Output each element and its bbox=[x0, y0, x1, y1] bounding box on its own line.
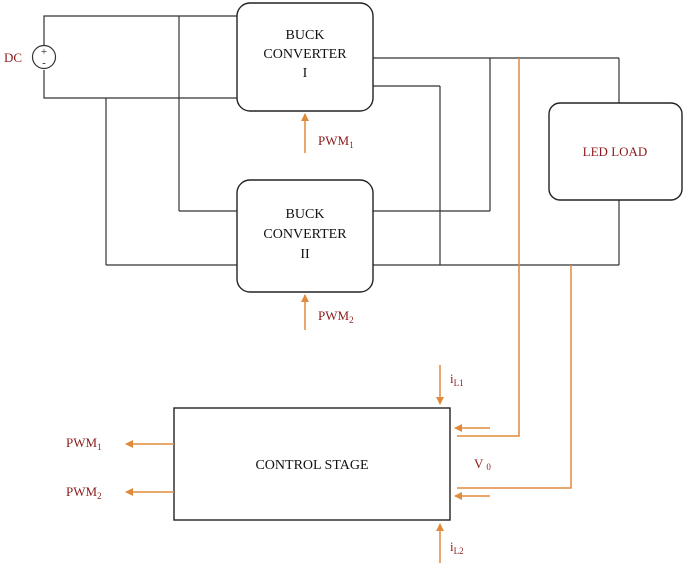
feedback-line-2 bbox=[457, 265, 572, 489]
buck-2-line2: CONVERTER bbox=[263, 227, 347, 242]
il2-label: iL2 bbox=[450, 539, 464, 556]
feedback-line-1 bbox=[457, 58, 520, 437]
buck-converter-2-box bbox=[236, 179, 374, 293]
buck-2-line3: II bbox=[300, 247, 310, 262]
dc-label: DC bbox=[4, 50, 22, 65]
dc-source-icon bbox=[31, 44, 57, 70]
pwm2-output-label: PWM2 bbox=[66, 484, 102, 501]
signal-wiring bbox=[125, 58, 572, 563]
led-load-label: LED LOAD bbox=[583, 144, 648, 159]
power-wiring bbox=[43, 15, 620, 266]
led-load: LED LOAD bbox=[548, 102, 683, 201]
buck-1-line1: BUCK bbox=[286, 28, 325, 43]
buck-converter-2: BUCK CONVERTER II bbox=[236, 179, 374, 293]
pwm1-output-label: PWM1 bbox=[66, 435, 102, 452]
buck-converter-1: BUCK CONVERTER I bbox=[236, 2, 374, 112]
il1-label: iL1 bbox=[450, 371, 464, 388]
buck-2-line1: BUCK bbox=[286, 207, 325, 222]
control-stage-label: CONTROL STAGE bbox=[255, 458, 368, 473]
control-stage: CONTROL STAGE bbox=[173, 407, 451, 521]
buck-1-line2: CONVERTER bbox=[263, 47, 347, 62]
pwm2-input-label: PWM2 bbox=[318, 308, 354, 325]
dc-minus: - bbox=[42, 57, 46, 69]
pwm1-input-label: PWM1 bbox=[318, 133, 354, 150]
led-load-box bbox=[548, 102, 683, 201]
control-stage-box bbox=[173, 407, 451, 521]
buck-converter-1-box bbox=[236, 2, 374, 112]
dc-source: + - DC bbox=[4, 44, 57, 70]
dc-plus: + bbox=[41, 46, 47, 58]
buck-1-line3: I bbox=[303, 66, 308, 81]
